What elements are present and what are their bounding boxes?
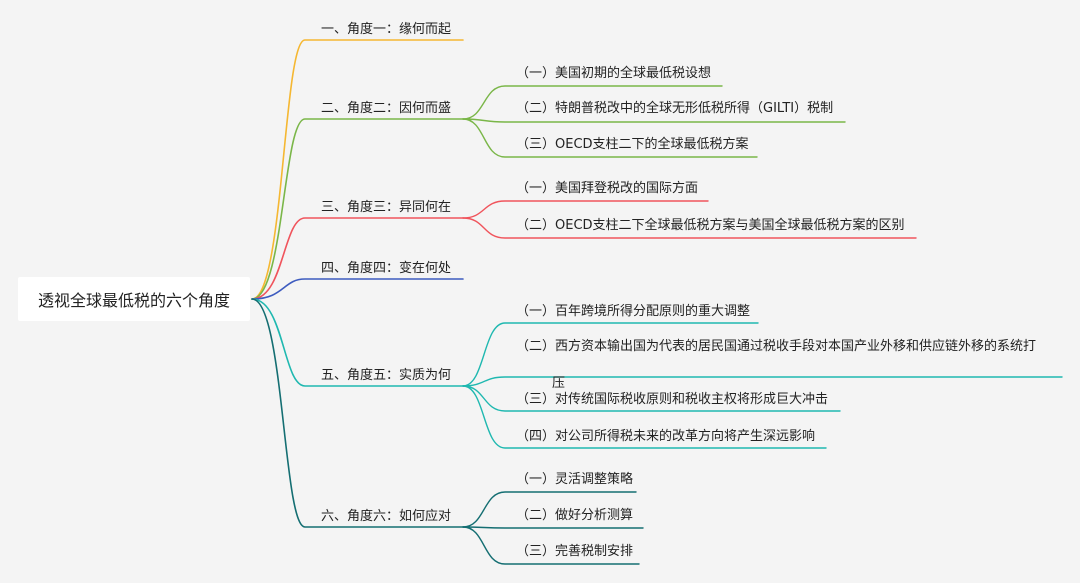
branch-6-child-2[interactable]: （二）做好分析测算 [516, 508, 634, 523]
child-connector-4 [462, 200, 709, 219]
branch-5-child-3[interactable]: （三）对传统国际税收原则和税收主权将形成巨大冲击 [516, 392, 829, 407]
branch-2-child-3[interactable]: （三）OECD支柱二下的全球最低税方案 [516, 137, 749, 152]
branch-5-child-4[interactable]: （四）对公司所得税未来的改革方向将产生深远影响 [516, 429, 816, 444]
branch-6-label[interactable]: 六、角度六：如何应对 [321, 509, 452, 524]
branch-3-child-1[interactable]: （一）美国拜登税改的国际方面 [516, 181, 699, 196]
branch-6-child-1[interactable]: （一）灵活调整策略 [516, 472, 634, 487]
branch-5-child-2-overflow: 压 [552, 376, 566, 391]
child-connector-6 [462, 322, 759, 387]
root-node[interactable]: 透视全球最低税的六个角度 [18, 277, 250, 321]
branch-2-child-1[interactable]: （一）美国初期的全球最低税设想 [516, 66, 712, 81]
branch-1-label[interactable]: 一、角度一：缘何而起 [321, 22, 452, 37]
child-connector-9 [462, 385, 827, 449]
child-connector-11 [462, 526, 644, 529]
branch-2-connector [251, 118, 464, 300]
child-connector-2 [462, 118, 846, 123]
branch-1-connector [251, 39, 464, 300]
child-connector-7 [462, 376, 1063, 387]
branch-6-child-3[interactable]: （三）完善税制安排 [516, 544, 634, 559]
branch-5-connector [251, 298, 464, 387]
branch-3-label[interactable]: 三、角度三：异同何在 [321, 200, 452, 215]
branch-2-label[interactable]: 二、角度二：因何而盛 [321, 101, 452, 116]
branch-3-child-2[interactable]: （二）OECD支柱二下全球最低税方案与美国全球最低税方案的区别 [516, 218, 905, 233]
child-connector-10 [462, 491, 637, 528]
branch-2-child-2[interactable]: （二）特朗普税改中的全球无形低税所得（GILTI）税制 [516, 101, 834, 116]
branch-3-connector [251, 217, 464, 300]
branch-6-connector [251, 298, 464, 528]
branch-4-connector [251, 278, 464, 300]
child-connector-3 [462, 118, 758, 158]
branch-5-child-2[interactable]: （二）西方资本输出国为代表的居民国通过税收手段对本国产业外移和供应链外移的系统打 [516, 339, 1037, 354]
child-connector-8 [462, 385, 841, 412]
branch-5-label[interactable]: 五、角度五：实质为何 [321, 368, 452, 383]
branch-4-label[interactable]: 四、角度四：变在何处 [321, 261, 452, 276]
child-connector-12 [462, 526, 640, 565]
child-connector-1 [462, 85, 723, 120]
root-node-label: 透视全球最低税的六个角度 [37, 291, 230, 310]
child-connector-5 [462, 217, 917, 239]
branch-5-child-1[interactable]: （一）百年跨境所得分配原则的重大调整 [516, 304, 751, 319]
